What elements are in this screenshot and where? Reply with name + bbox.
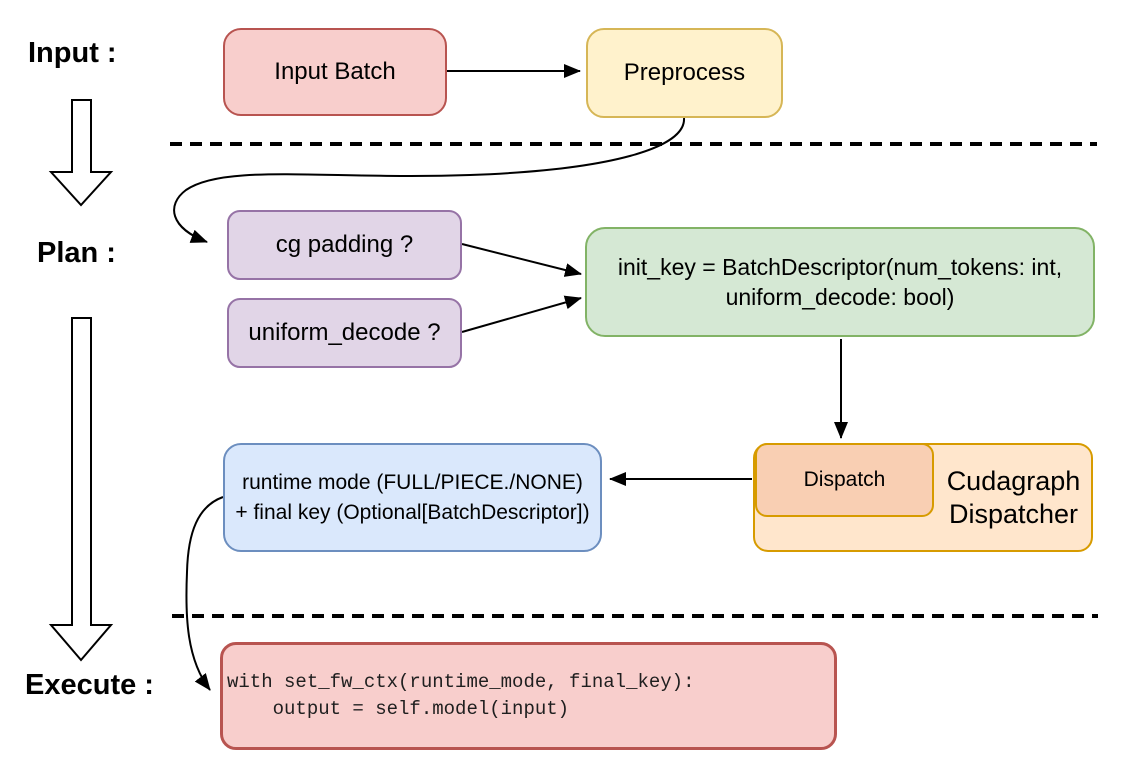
node-uniform-decode-label: uniform_decode ? xyxy=(248,319,441,346)
node-init-key-line2: uniform_decode: bool) xyxy=(725,284,955,310)
node-dispatch-label: Dispatch xyxy=(803,468,886,491)
edge-uniform-decode-to-init-key xyxy=(461,295,582,333)
cudagraph-caption-line1: Cudagraph xyxy=(946,465,1081,496)
phase-label-input: Input : xyxy=(28,37,117,69)
phase-label-execute: Execute : xyxy=(25,669,154,701)
phase-arrow-input-to-plan-icon xyxy=(48,99,114,207)
node-cg-padding-label: cg padding ? xyxy=(275,231,414,258)
node-runtime-mode-final-key: runtime mode (FULL/PIECE./NONE) + final … xyxy=(223,443,602,552)
node-cg-padding: cg padding ? xyxy=(227,210,462,280)
node-preprocess: Preprocess xyxy=(586,28,783,118)
node-dispatch: Dispatch xyxy=(755,443,934,517)
node-execute-code: with set_fw_ctx(runtime_mode, final_key)… xyxy=(220,642,837,750)
execute-code-line1: with set_fw_ctx(runtime_mode, final_key)… xyxy=(227,671,695,693)
cudagraph-caption-line2: Dispatcher xyxy=(948,498,1079,529)
node-init-key: init_key = BatchDescriptor(num_tokens: i… xyxy=(585,227,1095,337)
node-runtime-key-line2: + final key (Optional[BatchDescriptor]) xyxy=(235,500,590,524)
node-init-key-line1: init_key = BatchDescriptor(num_tokens: i… xyxy=(617,254,1063,280)
phase-label-plan: Plan : xyxy=(37,237,116,269)
node-runtime-key-line1: runtime mode (FULL/PIECE./NONE) xyxy=(242,470,583,494)
node-uniform-decode: uniform_decode ? xyxy=(227,298,462,368)
node-input-batch-label: Input Batch xyxy=(274,58,396,85)
edge-runtime-key-to-execute-code xyxy=(185,496,224,691)
edge-preprocess-to-cg-padding xyxy=(173,117,686,243)
node-input-batch: Input Batch xyxy=(223,28,447,116)
execute-code-line2: output = self.model(input) xyxy=(227,698,570,720)
node-preprocess-label: Preprocess xyxy=(623,59,746,86)
edge-cg-padding-to-init-key xyxy=(461,243,582,277)
phase-arrow-plan-to-execute-icon xyxy=(48,317,114,662)
node-cudagraph-dispatcher-caption: Cudagraph Dispatcher xyxy=(934,443,1093,552)
